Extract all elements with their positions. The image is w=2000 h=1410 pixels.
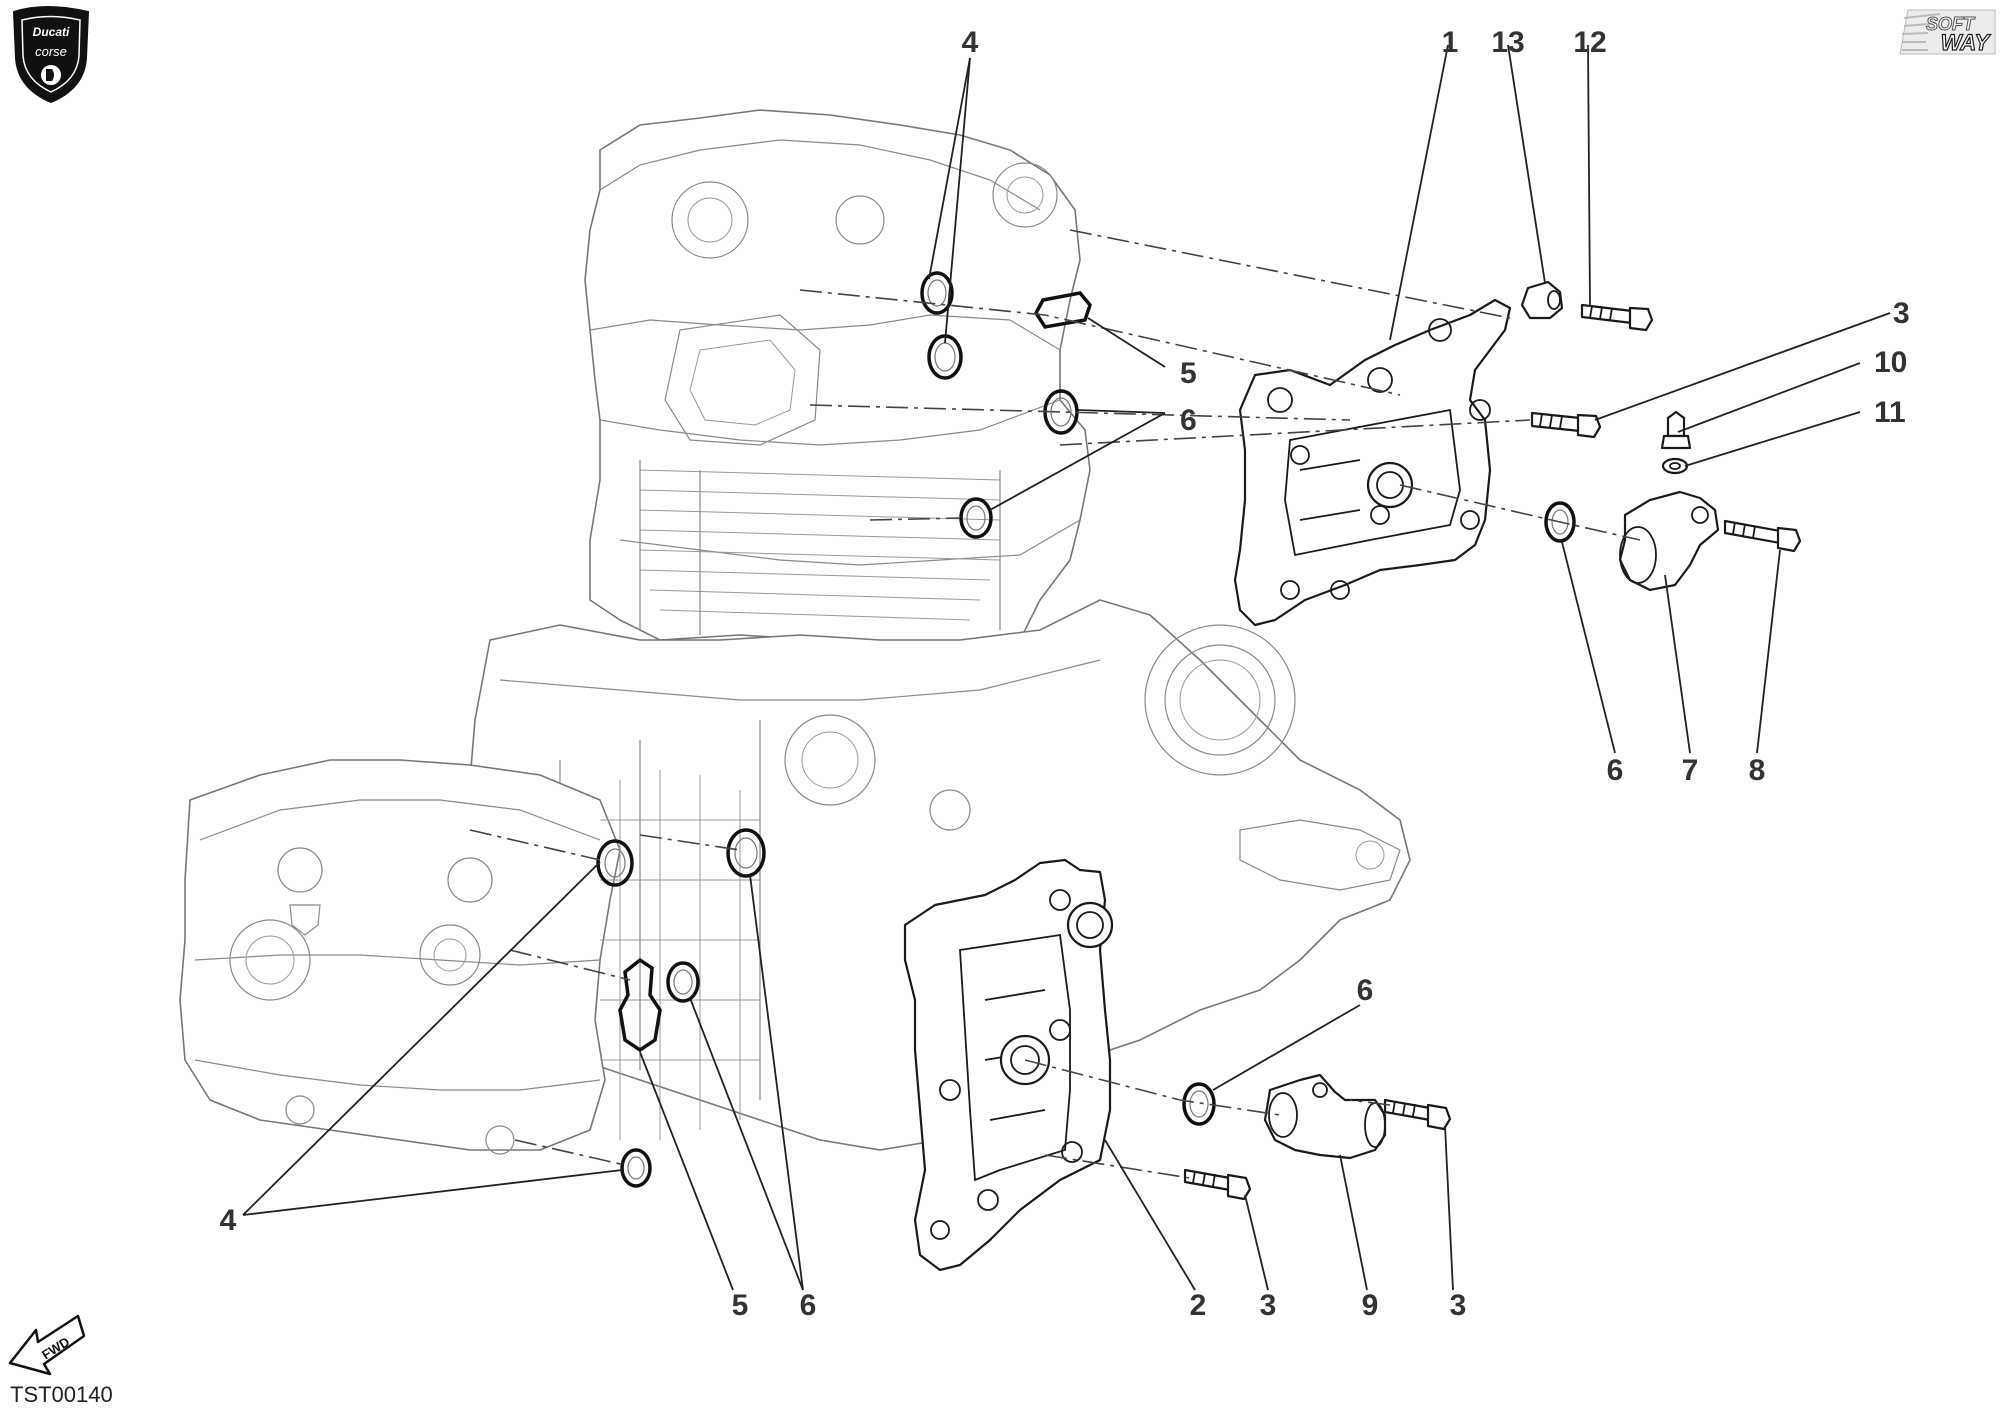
bolt-3-lower-right: [1383, 1098, 1452, 1131]
bolt-8: [1723, 519, 1802, 553]
assembly-axis-lines: [469, 229, 1641, 1179]
bolt-12: [1580, 303, 1654, 332]
callout-13: 13: [1491, 26, 1524, 59]
manifold-plate-upper: [1233, 298, 1512, 627]
o-ring-6-lower-c: [1182, 1082, 1216, 1126]
callout-labels: 1 13 12 4 3 10 11 5 6 6 7 8 6 4 5 6 2 3 …: [220, 26, 1910, 1322]
o-ring-5-upper: [1033, 291, 1092, 329]
callout-3-lower-middle: 3: [1260, 1289, 1277, 1322]
softway-logo: SOFT WAY: [1899, 9, 1996, 56]
callout-10: 10: [1874, 346, 1907, 379]
o-ring-5-lower: [618, 957, 662, 1053]
callout-6-lower-right: 6: [1357, 974, 1374, 1007]
logo-wordmark-top: Ducati: [33, 25, 70, 39]
o-ring-6-upper-c: [1544, 501, 1576, 543]
o-ring-6-upper-b: [959, 497, 993, 539]
spacer-13: [1520, 280, 1564, 320]
logo-wordmark-bottom: corse: [35, 44, 67, 59]
callout-3-lower-right: 3: [1450, 1289, 1467, 1322]
callout-3-upper: 3: [1893, 297, 1910, 330]
callout-4-top: 4: [962, 26, 979, 59]
callout-4-lower: 4: [220, 1204, 237, 1237]
softway-wordmark-bottom: WAY: [1941, 30, 1992, 55]
o-ring-4-upper-a: [920, 271, 954, 315]
callout-8: 8: [1749, 754, 1766, 787]
outlet-fitting-9: [1263, 1073, 1387, 1160]
engine-block-outline: [179, 109, 1411, 1155]
manifold-plate-lower: [903, 858, 1114, 1272]
callout-5-lower: 5: [732, 1289, 749, 1322]
outlet-fitting-7: [1618, 490, 1720, 592]
callout-11: 11: [1874, 396, 1906, 429]
callout-5-upper: 5: [1180, 357, 1197, 390]
callout-leader-lines: [242, 44, 1891, 1291]
bolt-3-lower-middle: [1183, 1168, 1252, 1201]
o-ring-6-lower-b: [666, 961, 700, 1003]
callout-6-lower: 6: [800, 1289, 817, 1322]
o-ring-6-lower-a: [726, 828, 766, 878]
bolt-3-upper: [1530, 411, 1602, 439]
softway-wordmark-top: SOFT: [1926, 14, 1976, 34]
forward-direction-arrow: FWD: [8, 1314, 86, 1376]
callout-9: 9: [1362, 1289, 1379, 1322]
o-ring-4-lower-b: [620, 1148, 652, 1188]
callout-1: 1: [1442, 26, 1459, 59]
ducati-corse-logo: Ducati corse: [12, 6, 90, 104]
callout-12: 12: [1573, 26, 1606, 59]
drawing-code: TST00140: [10, 1382, 113, 1407]
washer-11: [1661, 457, 1689, 475]
callout-7: 7: [1682, 754, 1699, 787]
temp-sensor-10: [1660, 410, 1692, 450]
callout-6-right: 6: [1607, 754, 1624, 787]
callout-2: 2: [1190, 1289, 1207, 1322]
callout-6-upper: 6: [1180, 404, 1197, 437]
